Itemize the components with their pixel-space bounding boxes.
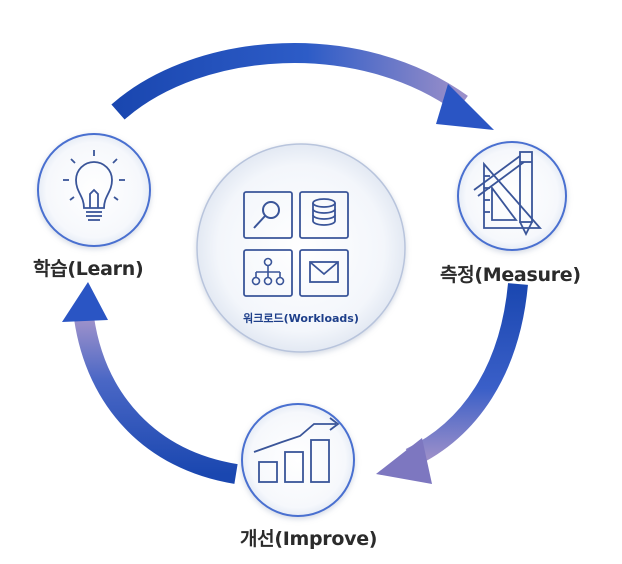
learn-node bbox=[37, 133, 151, 247]
workload-tile-search bbox=[243, 191, 293, 239]
lightbulb-icon bbox=[63, 150, 125, 221]
measure-node bbox=[457, 141, 567, 251]
workloads-hub bbox=[196, 143, 406, 353]
arrow-measure-to-improve bbox=[376, 283, 528, 484]
growth-bar-chart-icon bbox=[253, 417, 340, 483]
arrow-learn-to-measure bbox=[111, 43, 494, 130]
learn-label: 학습(Learn) bbox=[33, 258, 144, 280]
improve-node bbox=[241, 403, 355, 517]
database-icon bbox=[312, 198, 336, 226]
magnifier-icon bbox=[253, 201, 280, 229]
workload-tile-org bbox=[243, 249, 293, 297]
improve-label: 개선(Improve) bbox=[240, 528, 378, 550]
envelope-icon bbox=[309, 261, 339, 283]
ruler-triangle-pencil-icon bbox=[473, 151, 542, 237]
workload-tile-database bbox=[299, 191, 349, 239]
workloads-label: 워크로드(Workloads) bbox=[243, 312, 359, 325]
workload-tile-mail bbox=[299, 249, 349, 297]
arrow-improve-to-learn bbox=[62, 282, 238, 484]
org-chart-icon bbox=[251, 257, 285, 286]
measure-label: 측정(Measure) bbox=[440, 264, 581, 286]
